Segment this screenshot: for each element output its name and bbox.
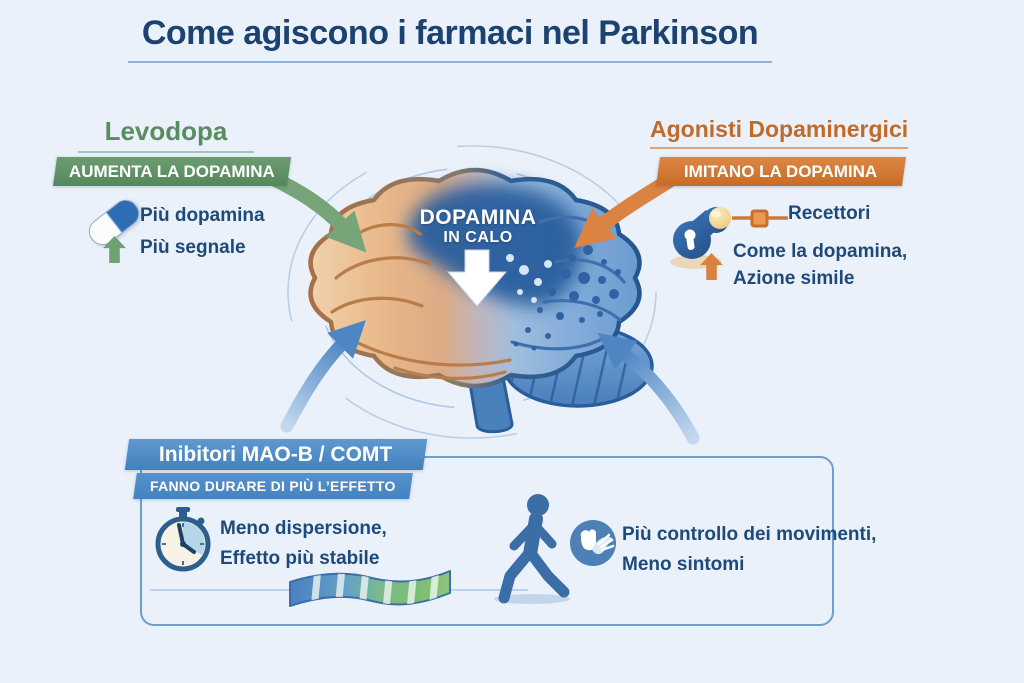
levodopa-point-1: Più dopamina <box>140 205 265 226</box>
stopwatch-icon <box>155 507 211 572</box>
walking-person-icon <box>494 494 570 604</box>
stability-line-1: Meno dispersione, <box>220 518 387 539</box>
down-arrow-icon <box>446 249 508 307</box>
agonists-banner: IMITANO LA DOPAMINA <box>655 157 907 186</box>
brain-label-dopamina: DOPAMINA <box>419 206 537 229</box>
caring-hands-icon <box>570 520 616 566</box>
agonists-point-1: Come la dopamina, <box>733 241 908 262</box>
inhibitors-box <box>140 456 834 626</box>
receptor-molecule-icon <box>670 207 788 269</box>
receptor-label: Recettori <box>788 203 871 224</box>
inhibitor-arrow-right <box>597 332 700 445</box>
agonists-point-2: Azione simile <box>733 268 855 289</box>
inhibitor-arrow-left <box>280 320 366 433</box>
movement-line-2: Meno sintomi <box>622 554 745 575</box>
levodopa-heading: Levodopa <box>78 116 254 153</box>
stability-line-2: Effetto più stabile <box>220 548 380 569</box>
inhibitors-banner-subtitle: FANNO DURARE DI PIÙ L’EFFETTO <box>133 473 413 499</box>
inhibitors-banner-title: Inibitori MAO-B / COMT <box>124 439 428 470</box>
levodopa-point-2: Più segnale <box>140 237 246 258</box>
dopamine-patch <box>407 183 583 307</box>
striped-ribbon-icon <box>289 570 451 607</box>
brain-label-in-calo: IN CALO <box>443 229 513 246</box>
page-title: Come agiscono i farmaci nel Parkinson <box>128 14 772 63</box>
movement-line-1: Più controllo dei movimenti, <box>622 524 877 545</box>
agonists-heading: Agonisti Dopaminergici <box>650 116 908 149</box>
levodopa-banner: AUMENTA LA DOPAMINA <box>52 157 292 186</box>
